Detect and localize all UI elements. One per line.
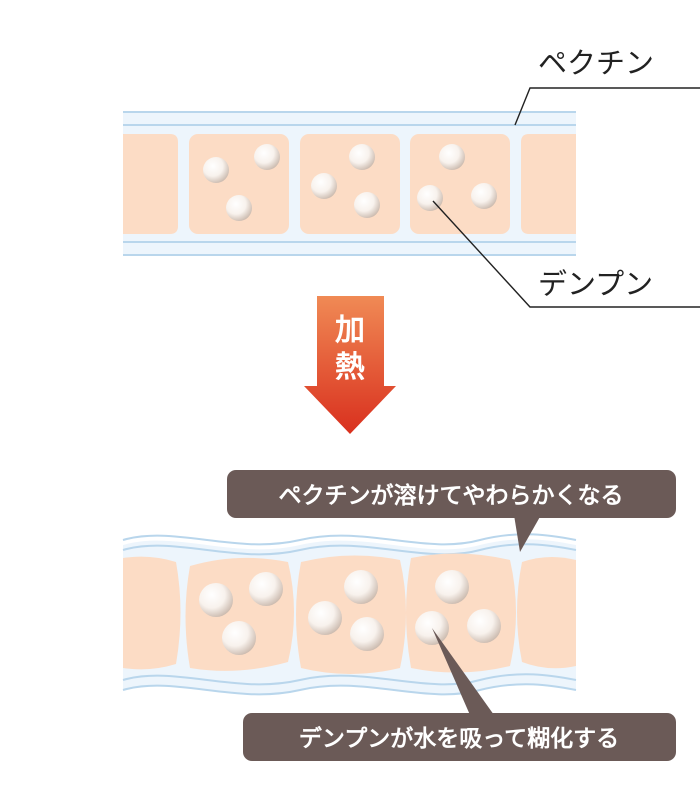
gelatinized-starch-granule: [249, 572, 283, 606]
cell-partial-left: [123, 556, 181, 670]
starch-callout-text: デンプンが水を吸って糊化する: [299, 725, 619, 752]
starch-callout: デンプンが水を吸って糊化する: [243, 628, 676, 761]
starch-label: デンプン: [538, 267, 653, 301]
heating-label-1: 加: [335, 313, 365, 348]
starch-granule: [203, 157, 229, 183]
cell-partial-right: [517, 556, 576, 669]
cell-partial-right: [521, 134, 576, 234]
callout-pointer: [514, 515, 541, 552]
starch-granule: [349, 144, 375, 170]
starch-granule: [439, 144, 465, 170]
pectin-callout: ペクチンが溶けてやわらかくなる: [227, 470, 676, 552]
callout-box: [243, 713, 676, 761]
starch-leader-line: [432, 200, 700, 308]
pectin-wavy-line: [122, 683, 577, 696]
pectin-leader-line: [514, 87, 700, 126]
starch-granule: [254, 144, 280, 170]
swollen-cell: [406, 553, 516, 673]
heating-label-2: 熱: [335, 350, 365, 385]
down-arrow-icon: [304, 296, 396, 434]
gelatinized-starch-granule: [308, 601, 342, 635]
gelatinized-starch-granule: [350, 617, 384, 651]
pectin-wavy-line: [122, 673, 577, 686]
starch-granule: [226, 195, 252, 221]
pectin-label: ペクチン: [538, 46, 654, 80]
pectin-callout-text: ペクチンが溶けてやわらかくなる: [279, 482, 624, 509]
starch-granule: [354, 192, 380, 218]
gelatinized-starch-granule: [467, 609, 501, 643]
callout-pointer: [432, 628, 494, 715]
gelatinized-starch-granule: [344, 570, 378, 604]
cell-partial-left: [123, 134, 178, 234]
before-heating-tissue: [123, 111, 576, 256]
callout-box: [227, 470, 676, 518]
heating-arrow: 加 熱: [304, 296, 396, 434]
starch-granule: [311, 173, 337, 199]
gelatinized-starch-granule: [435, 570, 469, 604]
starch-granule: [471, 183, 497, 209]
gelatinized-starch-granule: [222, 621, 256, 655]
gelatinized-starch-granule: [199, 583, 233, 617]
after-heating-tissue: [122, 533, 577, 696]
